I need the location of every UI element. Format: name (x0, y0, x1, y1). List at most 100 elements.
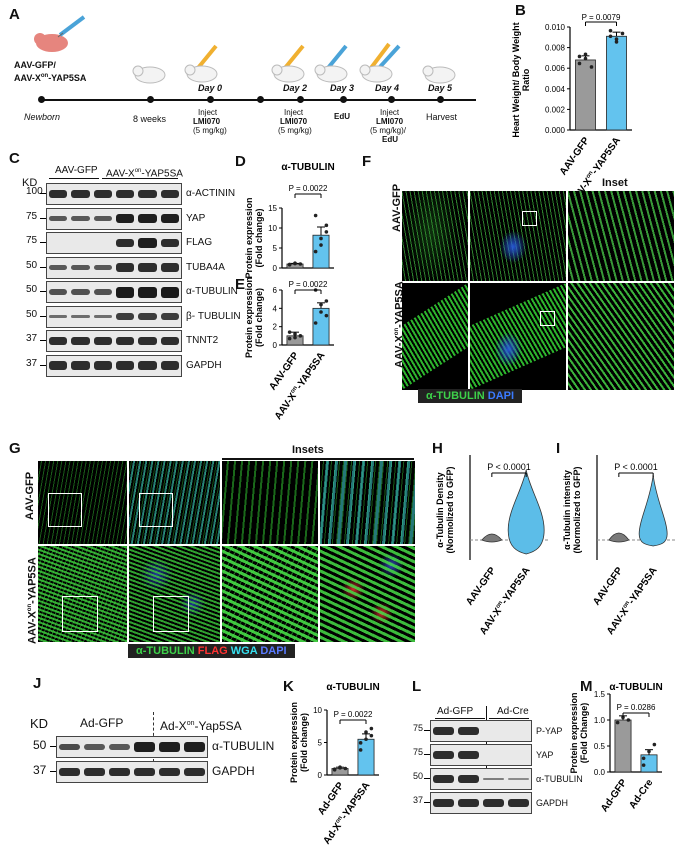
blot-label: P-YAP (536, 725, 563, 736)
day0-label: Day 0 (198, 83, 223, 93)
day4-inject: Inject (380, 108, 400, 117)
kd-tick (424, 778, 430, 779)
blot-strip (430, 720, 532, 742)
micrograph-g1 (38, 461, 127, 544)
protein-band (508, 798, 529, 808)
protein-band (109, 744, 130, 750)
legend-g: α-TUBULIN FLAG WGA DAPI (128, 644, 295, 658)
mouse-icon (422, 65, 456, 84)
kd-tick (40, 291, 46, 292)
blot-label: TUBA4A (186, 261, 225, 273)
y-tick-label: 10 (268, 224, 277, 233)
y-tick-label: 0.008 (545, 44, 566, 53)
kd-tick (50, 771, 56, 772)
day3-edu: EdU (334, 112, 350, 121)
data-point (319, 243, 323, 247)
p-value: P = 0.0286 (617, 703, 656, 712)
protein-band (138, 361, 157, 370)
row-label-gfp: AAV-GFP (391, 183, 403, 232)
y-axis-label: (Fold change) (254, 288, 264, 347)
blot-strip (46, 183, 182, 205)
data-point (293, 261, 297, 265)
chart-title: α-TUBULIN (281, 162, 334, 173)
violin-gfp (608, 532, 630, 543)
protein-band (134, 742, 155, 752)
protein-band (116, 213, 135, 224)
blot-strip (46, 354, 182, 377)
day5-harvest: Harvest (426, 112, 458, 122)
kd-tick (424, 754, 430, 755)
protein-band (483, 777, 504, 781)
bar (575, 59, 596, 131)
data-point (313, 321, 318, 325)
treatment-label-2: AAV-Xon-YAP5SA (14, 73, 87, 83)
group-label-gfp: AAV-GFP (55, 165, 98, 176)
kd-marker: 50 (413, 771, 424, 781)
blot-label: GAPDH (536, 797, 569, 808)
kd-marker: 37 (33, 763, 47, 777)
day2-dose: (5 mg/kg) (278, 126, 312, 135)
y-tick-label: 0 (318, 771, 323, 780)
kd-marker: 37 (26, 357, 38, 369)
protein-band (160, 189, 179, 199)
day0-drug: LMI070 (193, 117, 221, 126)
panel-letter-h: H (432, 440, 443, 457)
protein-band (159, 742, 180, 752)
data-point (298, 262, 303, 266)
bar (357, 738, 375, 776)
kd-marker: 50 (33, 738, 47, 752)
kd-tick (424, 802, 430, 803)
data-point (641, 756, 646, 761)
micrograph-f6 (568, 283, 674, 390)
kd-marker: 75 (26, 210, 38, 222)
y-tick-label: 0 (273, 264, 278, 273)
y-tick-label: 4 (273, 304, 278, 313)
data-point (583, 52, 588, 57)
protein-band (93, 264, 112, 271)
bar (614, 719, 632, 773)
data-point (319, 236, 323, 241)
protein-band (93, 288, 112, 296)
micrograph-g3 (222, 461, 318, 544)
blot-label: α-TUBULIN (536, 773, 583, 784)
y-tick-label: 0.006 (545, 64, 566, 73)
y-axis-label: α-Tubulin intensity (562, 470, 572, 550)
y-tick-label: 2 (273, 323, 278, 332)
violin-yap (638, 474, 668, 547)
data-point (332, 767, 337, 771)
data-point (608, 28, 613, 33)
blot-strip (56, 761, 208, 783)
panel-letter-i: I (556, 440, 561, 457)
micrograph-f3 (568, 191, 674, 281)
category-label: AAV-Xon-YAP5SA (273, 350, 328, 422)
data-point (652, 742, 657, 747)
kd-marker: 100 (26, 186, 43, 197)
protein-band (433, 798, 454, 808)
blot-label: TNNT2 (186, 335, 219, 346)
kd-label: KD (22, 177, 38, 189)
day0-dose: (5 mg/kg) (193, 126, 227, 135)
data-point (358, 748, 363, 752)
data-point (313, 249, 318, 254)
protein-band (84, 767, 105, 777)
data-point (364, 737, 368, 742)
blot-strip (430, 768, 532, 790)
day4-drug: LMI070 (376, 117, 404, 126)
y-tick-label: 5 (273, 244, 278, 253)
micrograph-g2 (129, 461, 220, 544)
y-tick-label: 0.0 (594, 768, 606, 777)
panel-letter-b: B (515, 2, 526, 19)
data-point (614, 37, 619, 41)
protein-band (116, 189, 135, 199)
y-axis-label: Heart Weight/ Body Weight (511, 22, 521, 137)
kd-tick (50, 746, 56, 747)
kd-label-j: KD (30, 716, 49, 731)
protein-band (59, 767, 80, 777)
micrograph-g6 (129, 546, 220, 642)
y-tick-label: 1.0 (594, 716, 606, 725)
data-point (287, 263, 292, 267)
protein-band (116, 361, 135, 370)
blot-strip (430, 744, 532, 766)
blot-label: β- TUBULIN (186, 310, 241, 322)
bar (286, 335, 304, 346)
